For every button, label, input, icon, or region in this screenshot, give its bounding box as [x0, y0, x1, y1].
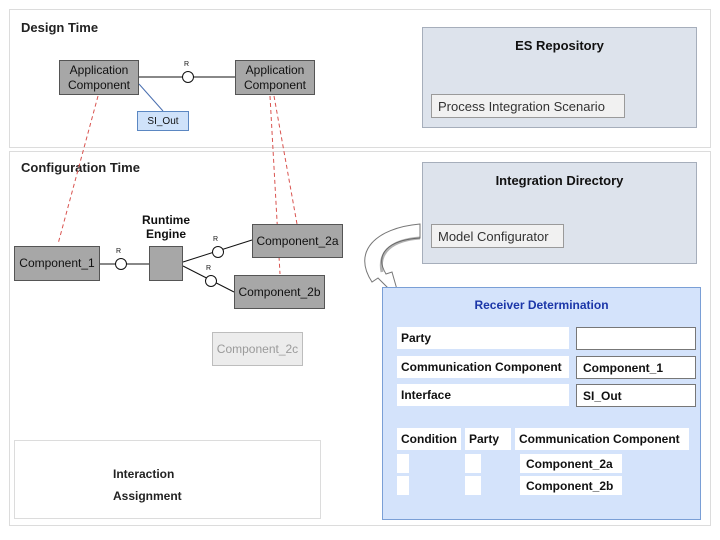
engine-2b-marker: R: [206, 265, 212, 272]
es-repository-title: ES Repository: [515, 38, 604, 53]
runtime-engine-box[interactable]: [149, 246, 183, 281]
interface-label: Interface: [397, 384, 569, 406]
engine-to-2b-circle: [205, 275, 217, 287]
legend-panel: [14, 440, 321, 519]
component-1[interactable]: Component_1: [14, 246, 100, 281]
design-interaction-marker: R: [184, 61, 190, 68]
condition-column-header: Condition: [397, 428, 461, 450]
application-component-left[interactable]: Application Component: [59, 60, 139, 95]
party-label: Party: [397, 327, 569, 349]
design-interaction-circle: [182, 71, 194, 83]
model-configurator-button[interactable]: Model Configurator: [431, 224, 564, 248]
communication-component-label: Communication Component: [397, 356, 569, 378]
party-field[interactable]: [576, 327, 696, 350]
interface-field[interactable]: SI_Out: [576, 384, 696, 407]
receiver-determination-panel: Receiver Determination Party Communicati…: [382, 287, 701, 520]
integration-directory-panel: Integration Directory Model Configurator: [422, 162, 697, 264]
party-column-header: Party: [465, 428, 511, 450]
table-row-2-component[interactable]: Component_2b: [520, 476, 622, 495]
si-out-box[interactable]: SI_Out: [137, 111, 189, 131]
engine-to-2a-circle: [212, 246, 224, 258]
table-row-1-condition[interactable]: [397, 454, 409, 473]
es-repository-panel: ES Repository Process Integration Scenar…: [422, 27, 697, 128]
communication-component-column-header: Communication Component: [515, 428, 689, 450]
assignment-line-right-2a: [273, 95, 298, 225]
legend-interaction-label: Interaction: [113, 467, 175, 481]
config-interaction-circle: [115, 258, 127, 270]
component-2b[interactable]: Component_2b: [234, 275, 325, 309]
application-component-right[interactable]: Application Component: [235, 60, 315, 95]
process-integration-scenario-button[interactable]: Process Integration Scenario: [431, 94, 625, 118]
si-out-connector: [138, 83, 164, 112]
runtime-engine-label: Runtime Engine: [142, 213, 190, 241]
component-2c[interactable]: Component_2c: [212, 332, 303, 366]
table-row-1-component[interactable]: Component_2a: [520, 454, 622, 473]
config-interaction-marker: R: [116, 248, 122, 255]
assignment-line-left: [57, 95, 99, 245]
table-row-2-party[interactable]: [465, 476, 481, 495]
legend-assignment-label: Assignment: [113, 489, 182, 503]
component-2a[interactable]: Component_2a: [252, 224, 343, 258]
communication-component-field[interactable]: Component_1: [576, 356, 696, 379]
configuration-time-title: Configuration Time: [21, 160, 140, 175]
integration-directory-title: Integration Directory: [495, 173, 624, 188]
table-row-2-condition[interactable]: [397, 476, 409, 495]
design-time-title: Design Time: [21, 20, 99, 35]
table-row-1-party[interactable]: [465, 454, 481, 473]
receiver-determination-title: Receiver Determination: [474, 298, 609, 312]
engine-2a-marker: R: [213, 236, 219, 243]
